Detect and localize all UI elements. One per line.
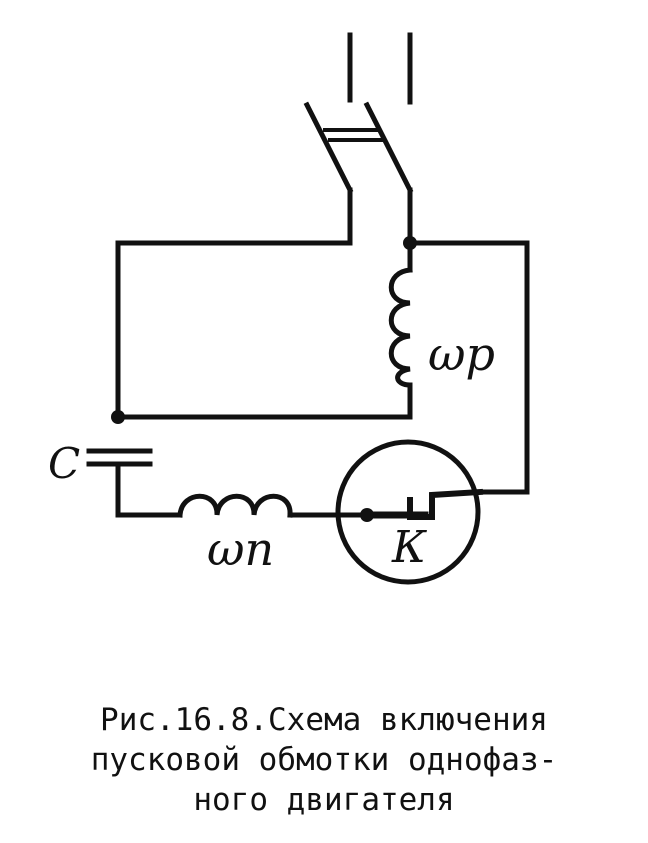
figure-caption: Рис.16.8.Схема включения пусковой обмотк…	[0, 700, 648, 820]
junction-dot	[360, 508, 374, 522]
relay-label: К	[391, 522, 427, 573]
caption-line-3: ного двигателя	[193, 782, 455, 818]
capacitor-label: C	[48, 439, 80, 488]
working-winding-label: ωр	[428, 327, 495, 381]
junction-dot	[403, 236, 417, 250]
starting-winding-label: ωп	[207, 522, 274, 576]
capacitor	[86, 420, 153, 467]
wiring	[115, 187, 530, 518]
relay-switch	[335, 439, 484, 585]
starting-winding-coil	[177, 493, 293, 518]
supply-terminals	[347, 32, 413, 105]
working-winding-coil	[388, 267, 413, 388]
caption-line-1: Рис.16.8.Схема включения	[100, 702, 548, 738]
caption-line-2: пусковой обмотки однофаз-	[90, 742, 558, 778]
junction-dot	[111, 410, 125, 424]
double-pole-switch	[303, 101, 414, 194]
